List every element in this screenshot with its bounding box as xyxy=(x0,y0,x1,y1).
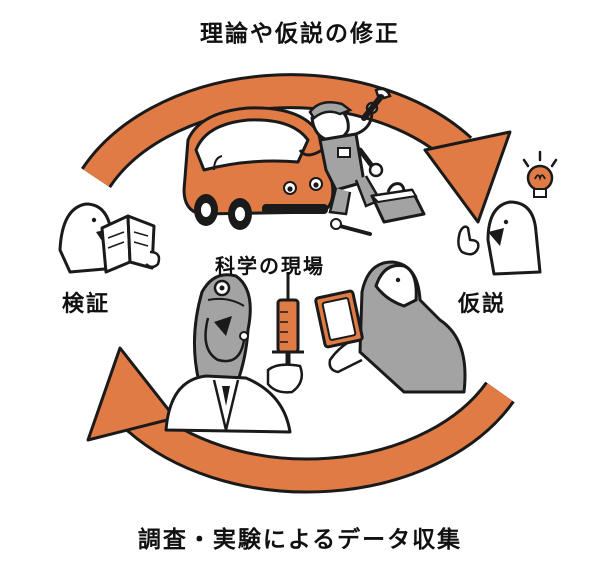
tablet-user-figure xyxy=(328,260,467,394)
top-cycle-arrow xyxy=(81,73,512,224)
label-science-field: 科学の現場 xyxy=(215,254,325,278)
tablet-icon xyxy=(314,289,364,349)
label-theory-revision: 理論や仮説の修正 xyxy=(200,21,400,47)
open-book-icon xyxy=(100,214,161,274)
label-data-collection: 調査・実験によるデータ収集 xyxy=(137,527,463,553)
hypothesis-figure xyxy=(457,200,542,276)
mechanic-illustration xyxy=(298,101,382,216)
stethoscope-icon xyxy=(204,317,249,363)
syringe-icon xyxy=(266,272,304,394)
doctor-figure xyxy=(164,273,292,434)
bottom-cycle-arrow xyxy=(86,346,515,494)
toolbox-icon xyxy=(330,182,426,236)
car-illustration xyxy=(182,106,335,230)
wrench-icon xyxy=(357,87,392,178)
label-hypothesis: 仮説 xyxy=(458,292,507,317)
lightbulb-icon xyxy=(522,150,558,198)
label-verification: 検証 xyxy=(62,292,111,317)
